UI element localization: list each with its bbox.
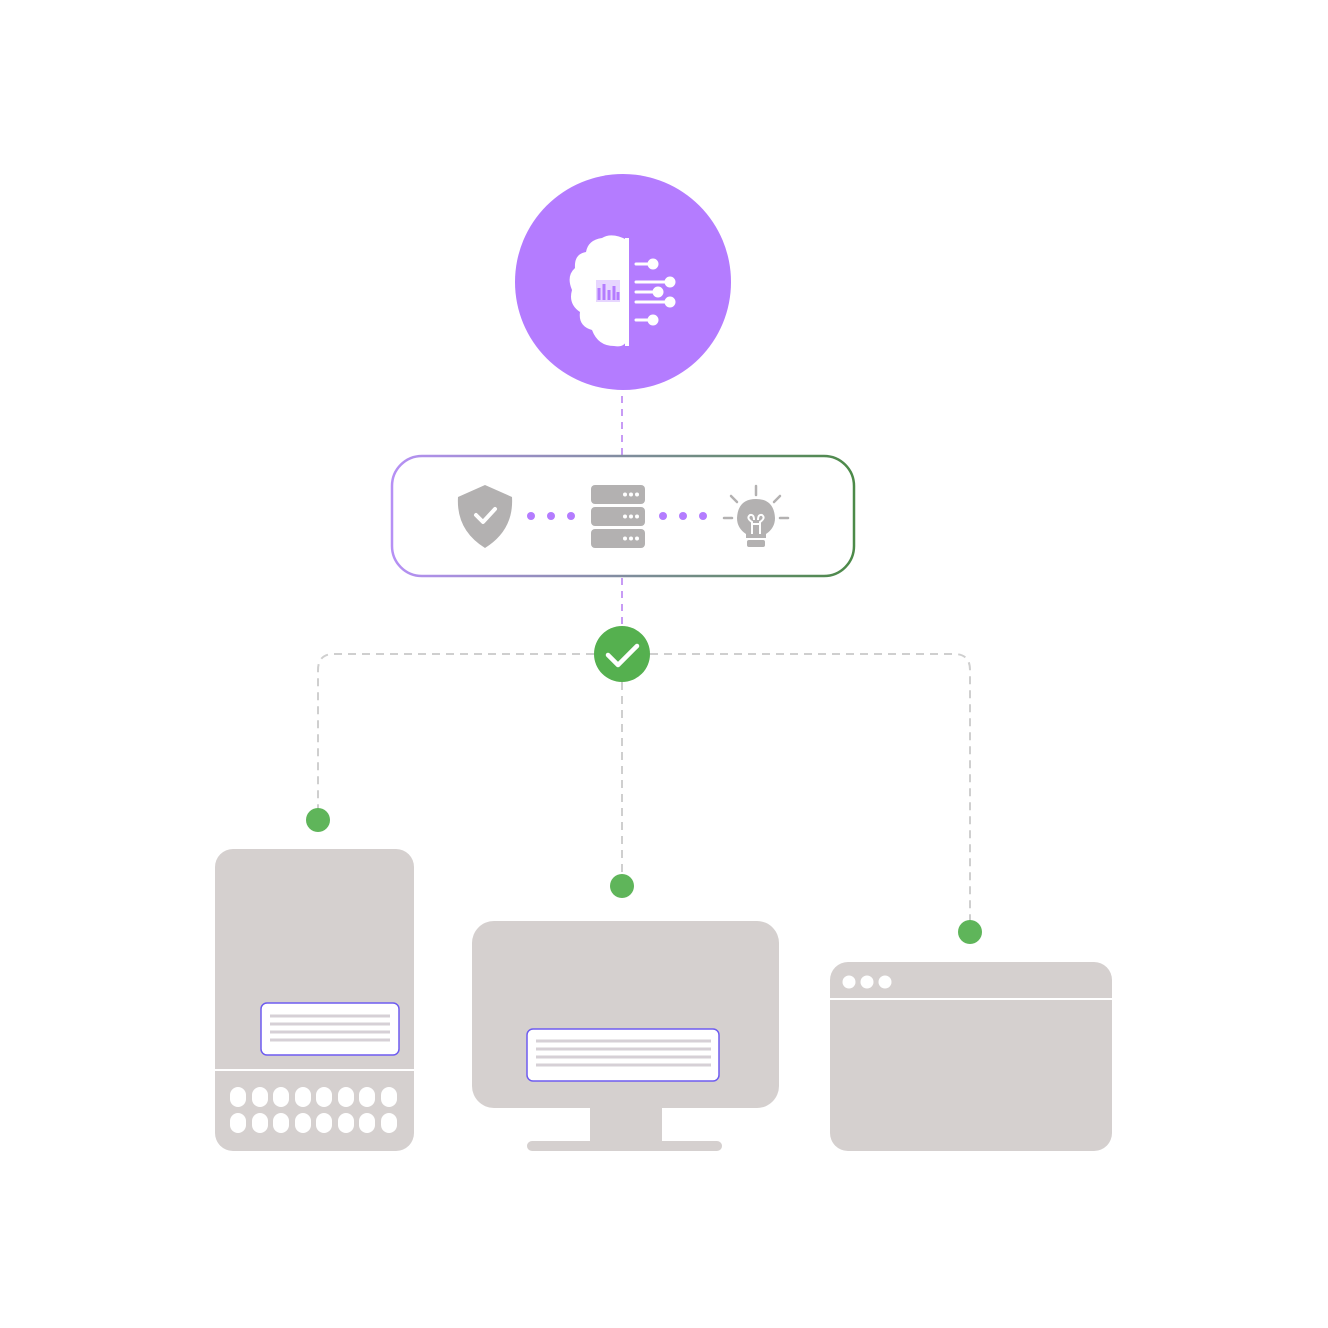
mobile-device — [215, 849, 414, 1151]
mobile-keyboard — [230, 1087, 397, 1133]
endpoint-dots — [306, 808, 982, 944]
connector-check-to-browser — [650, 653, 971, 922]
endpoint-desktop — [610, 874, 634, 898]
desktop-text-card — [526, 1028, 720, 1082]
brain-ai-icon — [569, 235, 676, 347]
browser-window — [830, 962, 1112, 1151]
endpoint-browser — [958, 920, 982, 944]
check-circle-icon — [594, 626, 650, 682]
connectors — [317, 396, 971, 922]
validation-node — [594, 626, 650, 682]
pipeline-panel — [390, 454, 856, 578]
lightbulb-icon — [722, 484, 790, 547]
dots-left — [527, 512, 575, 520]
dots-right — [659, 512, 707, 520]
browser-window-controls — [842, 975, 892, 989]
server-icon — [591, 485, 645, 548]
mobile-text-card — [260, 1002, 400, 1056]
connector-check-to-mobile — [317, 653, 594, 810]
shield-check-icon — [457, 485, 513, 548]
endpoint-mobile — [306, 808, 330, 832]
brain-node — [515, 174, 731, 390]
desktop-monitor — [472, 921, 779, 1151]
